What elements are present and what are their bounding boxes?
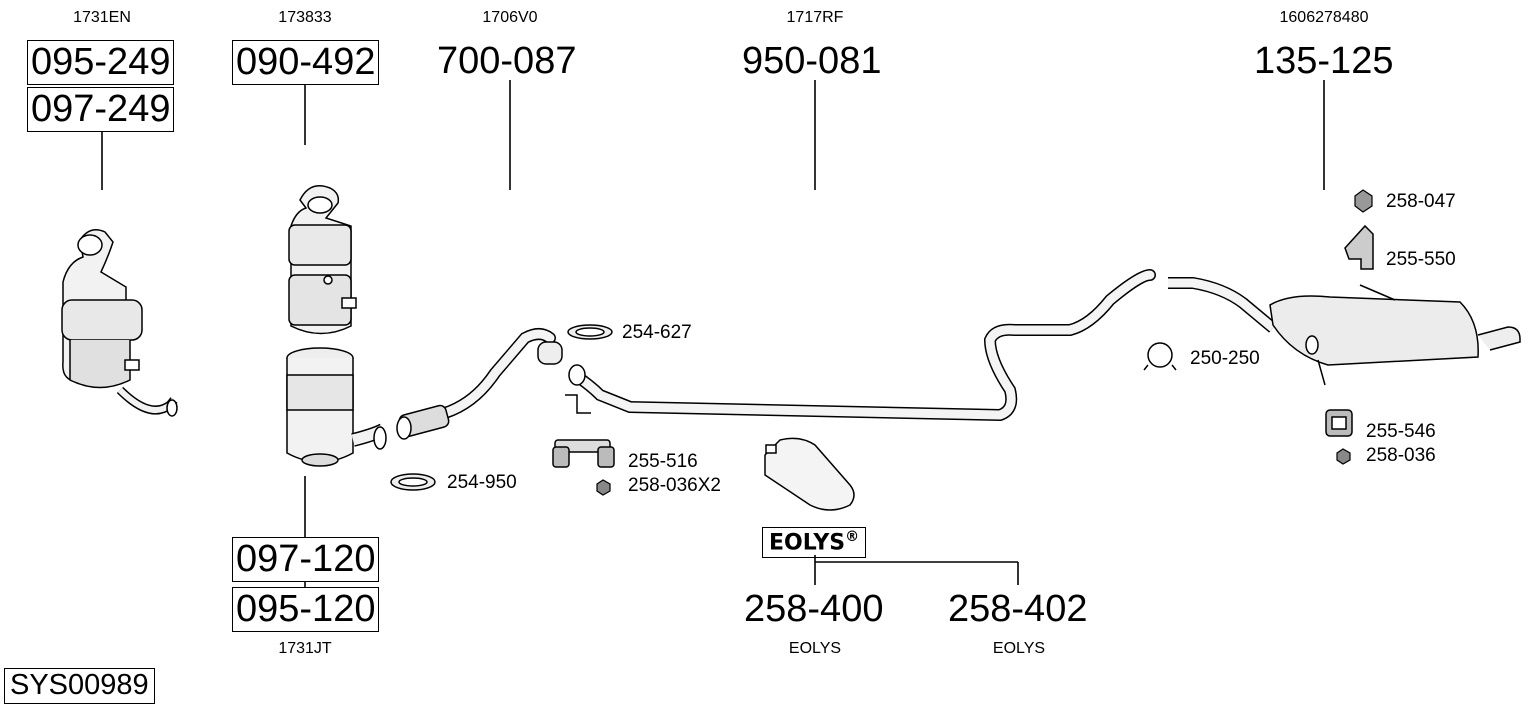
nut-258-036x2-drawing (596, 479, 611, 496)
part-number-950-081[interactable]: 950-081 (742, 40, 882, 82)
part-number-090-492[interactable]: 090-492 (232, 40, 380, 85)
bracket-255-516-drawing (552, 439, 615, 468)
eolys-note-1: EOLYS (788, 640, 842, 657)
dpf-lower-drawing (286, 347, 387, 467)
eolys-bag-drawing (764, 437, 855, 511)
oem-label-5: 1606278480 (1279, 9, 1369, 26)
accessory-255-550[interactable]: 255-550 (1386, 249, 1456, 270)
oem-label-1: 1731EN (73, 9, 131, 26)
registered-mark: ® (845, 529, 860, 545)
part-number-097-120[interactable]: 097-120 (232, 537, 380, 582)
nut-258-047-drawing (1354, 189, 1373, 213)
rear-silencer-drawing (1168, 277, 1521, 386)
clamp-254-627-drawing (567, 324, 613, 340)
oem-label-3: 1706V0 (482, 9, 538, 26)
accessory-254-627[interactable]: 254-627 (622, 322, 692, 343)
accessory-258-047[interactable]: 258-047 (1386, 191, 1456, 212)
eolys-note-2: EOLYS (992, 640, 1046, 657)
part-number-095-249[interactable]: 095-249 (27, 40, 175, 85)
part-number-258-402[interactable]: 258-402 (948, 588, 1088, 630)
oem-label-1731jt: 1731JT (278, 640, 332, 657)
diagram-id: SYS00989 (4, 668, 155, 704)
clamp-254-950-drawing (390, 473, 436, 491)
nut-258-036-drawing (1336, 448, 1351, 465)
accessory-255-546[interactable]: 255-546 (1366, 421, 1436, 442)
part-number-700-087[interactable]: 700-087 (437, 40, 577, 82)
eolys-badge: EOLYS® (762, 527, 867, 559)
part-number-258-400[interactable]: 258-400 (744, 588, 884, 630)
oem-label-2: 173833 (278, 9, 332, 26)
part-number-135-125[interactable]: 135-125 (1254, 40, 1394, 82)
bracket-255-550-drawing (1344, 224, 1374, 270)
middle-pipe-drawing (565, 269, 1156, 422)
clamp-250-250-drawing (1143, 342, 1177, 371)
eolys-brand: EOLYS (769, 530, 846, 556)
accessory-254-950[interactable]: 254-950 (447, 472, 517, 493)
accessory-250-250[interactable]: 250-250 (1190, 348, 1260, 369)
oem-label-4: 1717RF (786, 9, 844, 26)
part-number-097-249[interactable]: 097-249 (27, 87, 175, 132)
accessory-255-516[interactable]: 255-516 (628, 451, 698, 472)
part-number-095-120[interactable]: 095-120 (232, 587, 380, 632)
front-pipe-drawing (396, 328, 563, 440)
accessory-258-036x2[interactable]: 258-036X2 (628, 475, 721, 496)
accessory-258-036[interactable]: 258-036 (1366, 445, 1436, 466)
rubber-255-546-drawing (1325, 409, 1353, 437)
catalyst-drawing (61, 229, 178, 417)
dpf-upper-drawing (288, 185, 357, 335)
